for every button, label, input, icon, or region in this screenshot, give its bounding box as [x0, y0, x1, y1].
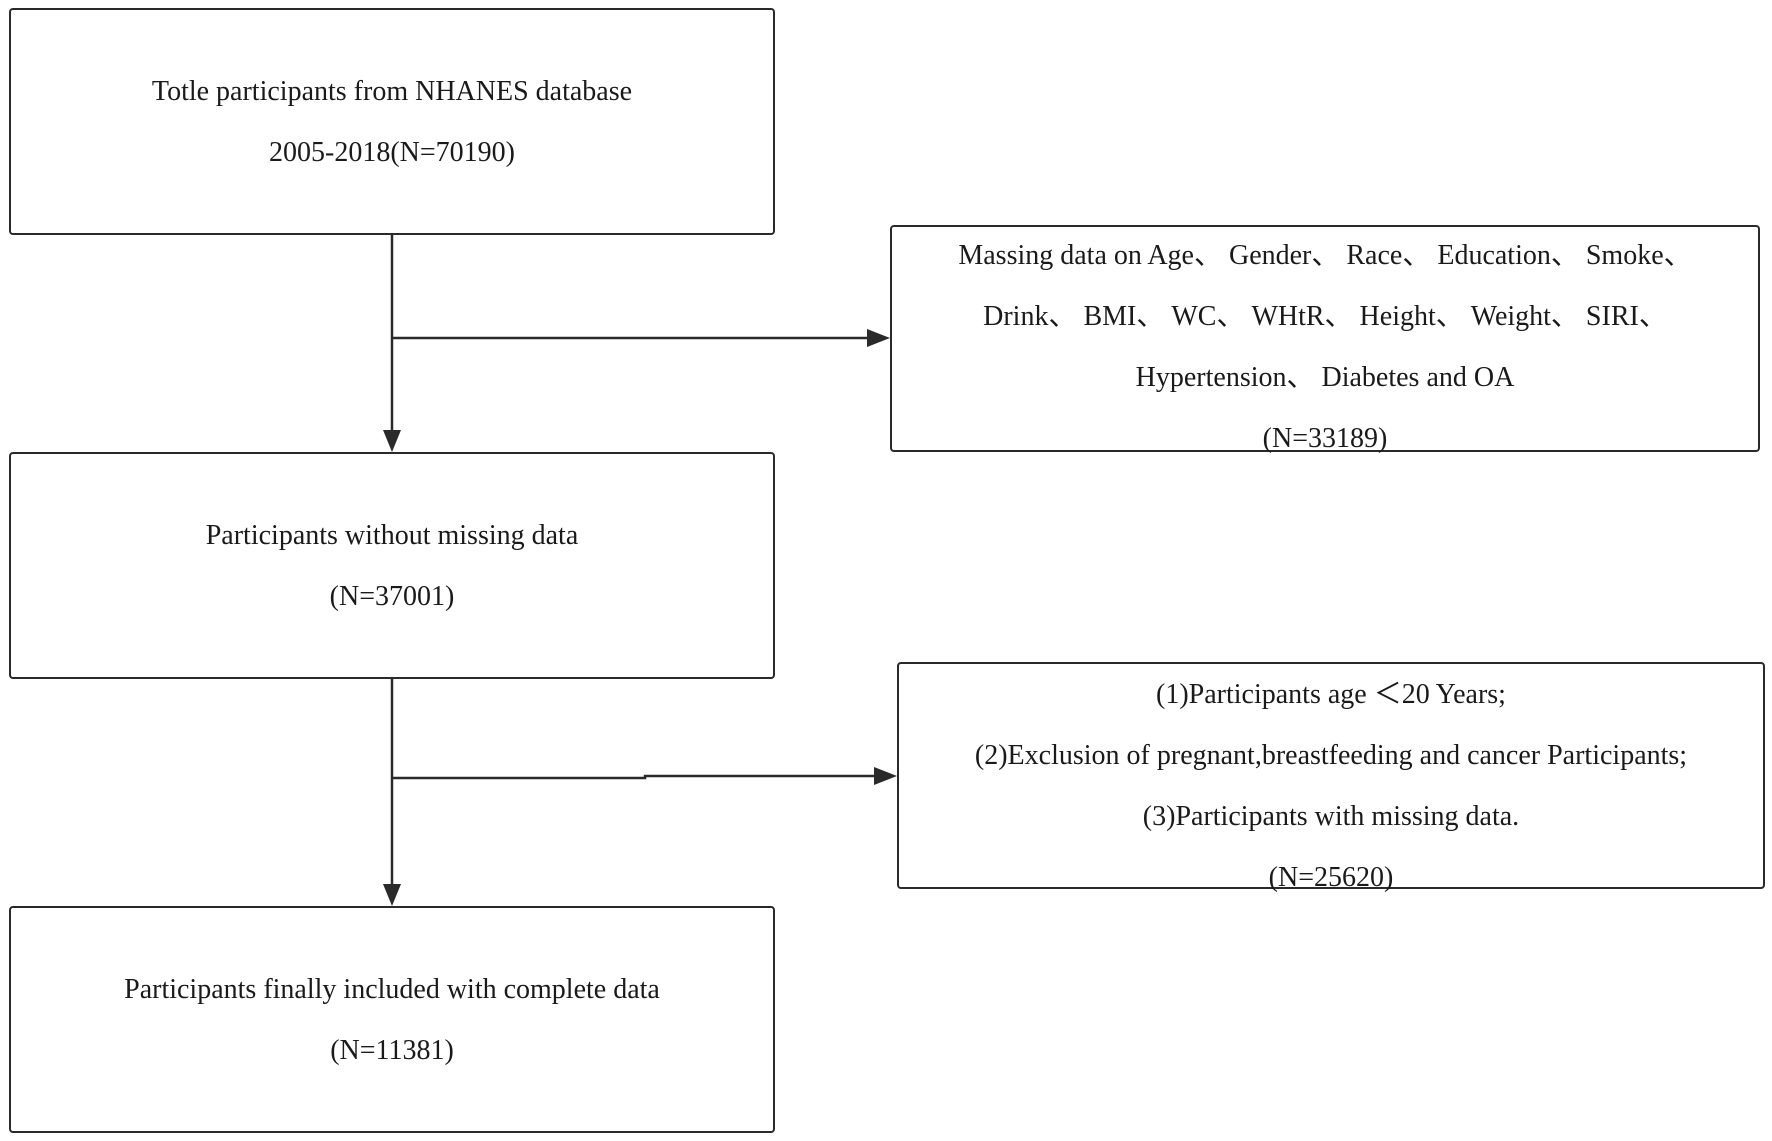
without-missing-line2: (N=37001): [329, 580, 455, 612]
arrowhead-without-missing-to-final: [383, 884, 401, 906]
box-exclusion-missing-data: Massing data on Age、 Gender、 Race、 Educa…: [890, 225, 1760, 454]
exclusion-missing-line2: Drink、 BMI、 WC、 WHtR、 Height、 Weight、 SI…: [983, 301, 1667, 332]
arrow-branch-criteria: [392, 774, 877, 780]
exclusion-criteria-line3: (3)Participants with missing data.: [1142, 801, 1520, 832]
arrowhead-branch-missing: [867, 329, 890, 347]
final-included-line2: (N=11381): [330, 1034, 454, 1066]
box-total-participants: Totle participants from NHANES database …: [9, 8, 775, 235]
box-final-included: Participants finally included with compl…: [9, 906, 775, 1133]
exclusion-missing-count: (N=33189): [1262, 423, 1388, 454]
without-missing-line1: Participants without missing data: [205, 519, 579, 551]
box-exclusion-criteria: (1)Participants age ＜20 Years; (2)Exclus…: [897, 662, 1765, 893]
exclusion-criteria-line2: (2)Exclusion of pregnant,breastfeeding a…: [974, 740, 1688, 771]
exclusion-missing-line1: Massing data on Age、 Gender、 Race、 Educa…: [958, 240, 1692, 271]
exclusion-criteria-line1: (1)Participants age ＜20 Years;: [1156, 679, 1506, 710]
exclusion-criteria-count: (N=25620): [1268, 862, 1394, 893]
arrowhead-total-to-without-missing: [383, 430, 401, 452]
arrowhead-branch-criteria: [874, 767, 897, 785]
final-included-line1: Participants finally included with compl…: [124, 973, 660, 1005]
exclusion-missing-line3: Hypertension、 Diabetes and OA: [1135, 362, 1515, 393]
box-without-missing-data: Participants without missing data (N=370…: [9, 452, 775, 679]
total-participants-line1: Totle participants from NHANES database: [151, 75, 633, 107]
total-participants-line2: 2005-2018(N=70190): [269, 136, 515, 168]
